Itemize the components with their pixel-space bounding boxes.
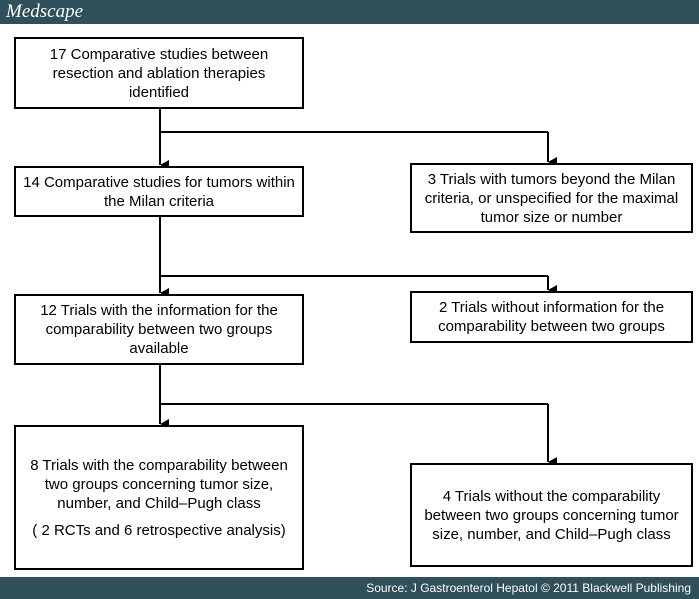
flow-box-within-milan: 14 Comparative studies for tumors within… [14, 166, 304, 217]
flow-box-beyond-milan: 3 Trials with tumors beyond the Milan cr… [410, 163, 693, 233]
flow-box-no-info: 2 Trials without information for the com… [410, 291, 693, 343]
flow-box-identified: 17 Comparative studies between resection… [14, 37, 304, 109]
medscape-logo[interactable]: Medscape [6, 1, 84, 22]
flow-box-not-comparable: 4 Trials without the comparability betwe… [410, 463, 693, 567]
flow-box-info-available: 12 Trials with the information for the c… [14, 294, 304, 365]
source-citation: Source: J Gastroenterol Hepatol © 2011 B… [366, 581, 691, 595]
footer-bar: Source: J Gastroenterol Hepatol © 2011 B… [0, 577, 699, 599]
header-bar: Medscape [0, 0, 699, 24]
flow-box-comparable: 8 Trials with the comparability between … [14, 425, 304, 570]
